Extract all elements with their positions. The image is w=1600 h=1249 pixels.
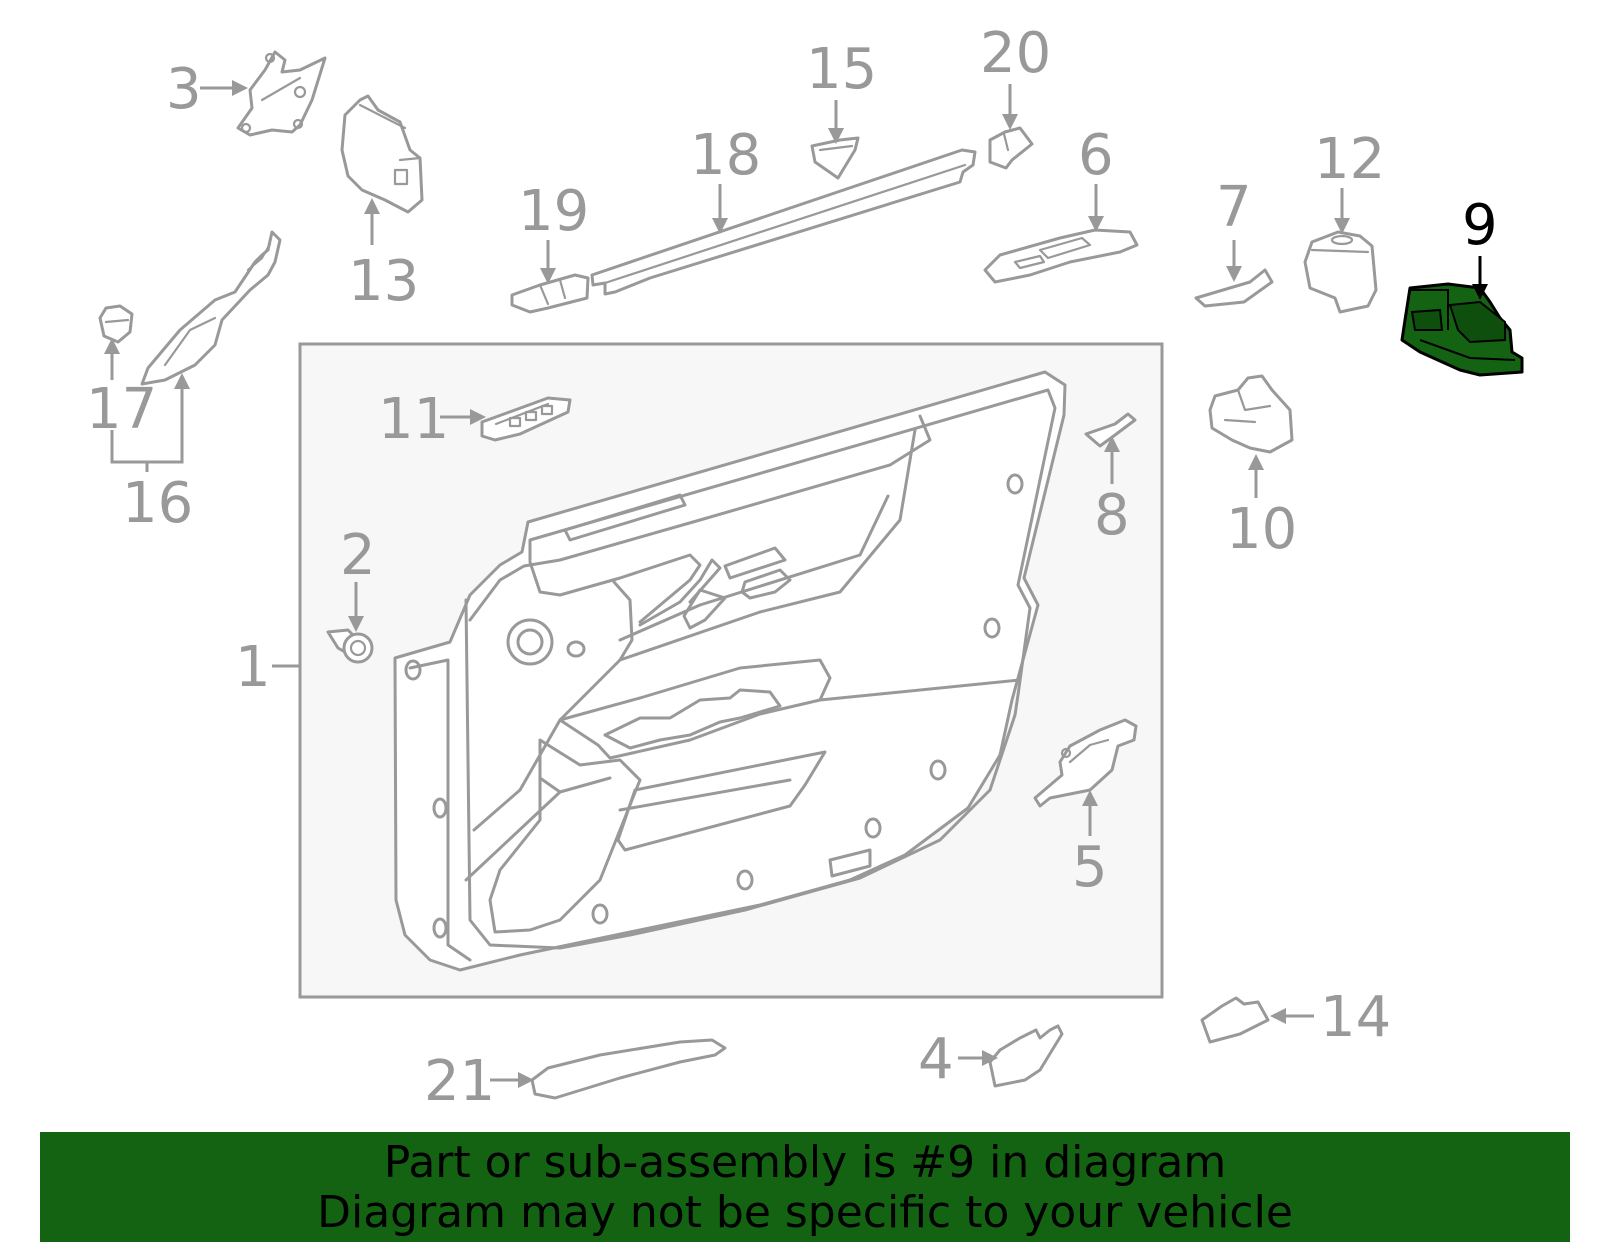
banner-line-2: Diagram may not be specific to your vehi…: [317, 1187, 1293, 1238]
part-5-bracket[interactable]: [1033, 718, 1138, 808]
callout-6: 6: [1078, 123, 1114, 188]
callout-14: 14: [1320, 985, 1391, 1050]
callout-19: 19: [518, 179, 589, 244]
callout-16: 16: [122, 471, 193, 536]
part-12-housing[interactable]: [1303, 230, 1378, 314]
banner-line-1: Part or sub-assembly is #9 in diagram: [383, 1137, 1227, 1188]
callout-9: 9: [1462, 193, 1498, 258]
part-3-bracket[interactable]: [236, 50, 327, 137]
callout-12: 12: [1314, 127, 1385, 192]
callout-5: 5: [1072, 835, 1108, 900]
callout-11: 11: [378, 387, 449, 452]
part-6-switch-panel[interactable]: [983, 228, 1139, 284]
part-11-switch-bezel[interactable]: [480, 396, 572, 442]
part-16-mirror-bracket[interactable]: [140, 230, 282, 386]
callout-3: 3: [166, 57, 202, 122]
part-18-beltline-strip[interactable]: [590, 148, 977, 296]
callout-4: 4: [918, 1027, 954, 1092]
callout-18: 18: [690, 123, 761, 188]
callout-8: 8: [1094, 483, 1130, 548]
part-10-actuator[interactable]: [1208, 374, 1294, 454]
part-20-clip[interactable]: [988, 126, 1034, 170]
part-19-clip[interactable]: [510, 273, 590, 314]
callout-15: 15: [806, 37, 877, 102]
part-13-module[interactable]: [340, 94, 424, 214]
part-8-clip[interactable]: [1084, 412, 1137, 448]
callout-7: 7: [1216, 175, 1252, 240]
part-7-cover[interactable]: [1194, 268, 1274, 308]
part-17-grommet[interactable]: [98, 304, 134, 344]
callout-13: 13: [348, 249, 419, 314]
callout-20: 20: [980, 21, 1051, 86]
leader-lines: [104, 80, 1488, 1088]
callout-2: 2: [340, 523, 376, 588]
callout-21: 21: [424, 1049, 495, 1114]
part-9-power-window-switch[interactable]: [1400, 282, 1524, 377]
callout-labels: 1 2 3 13 17 16 19 18 15 20 6 7 12 9 11 8…: [86, 21, 1498, 1114]
part-14-clip[interactable]: [1200, 996, 1270, 1044]
callout-17: 17: [86, 377, 157, 442]
part-2-clip[interactable]: [326, 628, 374, 664]
part-4-cover[interactable]: [988, 1024, 1064, 1088]
part-15-cap[interactable]: [810, 136, 860, 180]
callout-10: 10: [1226, 497, 1297, 562]
door-trim-panel[interactable]: [298, 342, 1164, 999]
info-banner: Part or sub-assembly is #9 in diagram Di…: [40, 1132, 1570, 1242]
callout-1: 1: [235, 635, 271, 700]
part-21-garnish[interactable]: [530, 1038, 727, 1100]
